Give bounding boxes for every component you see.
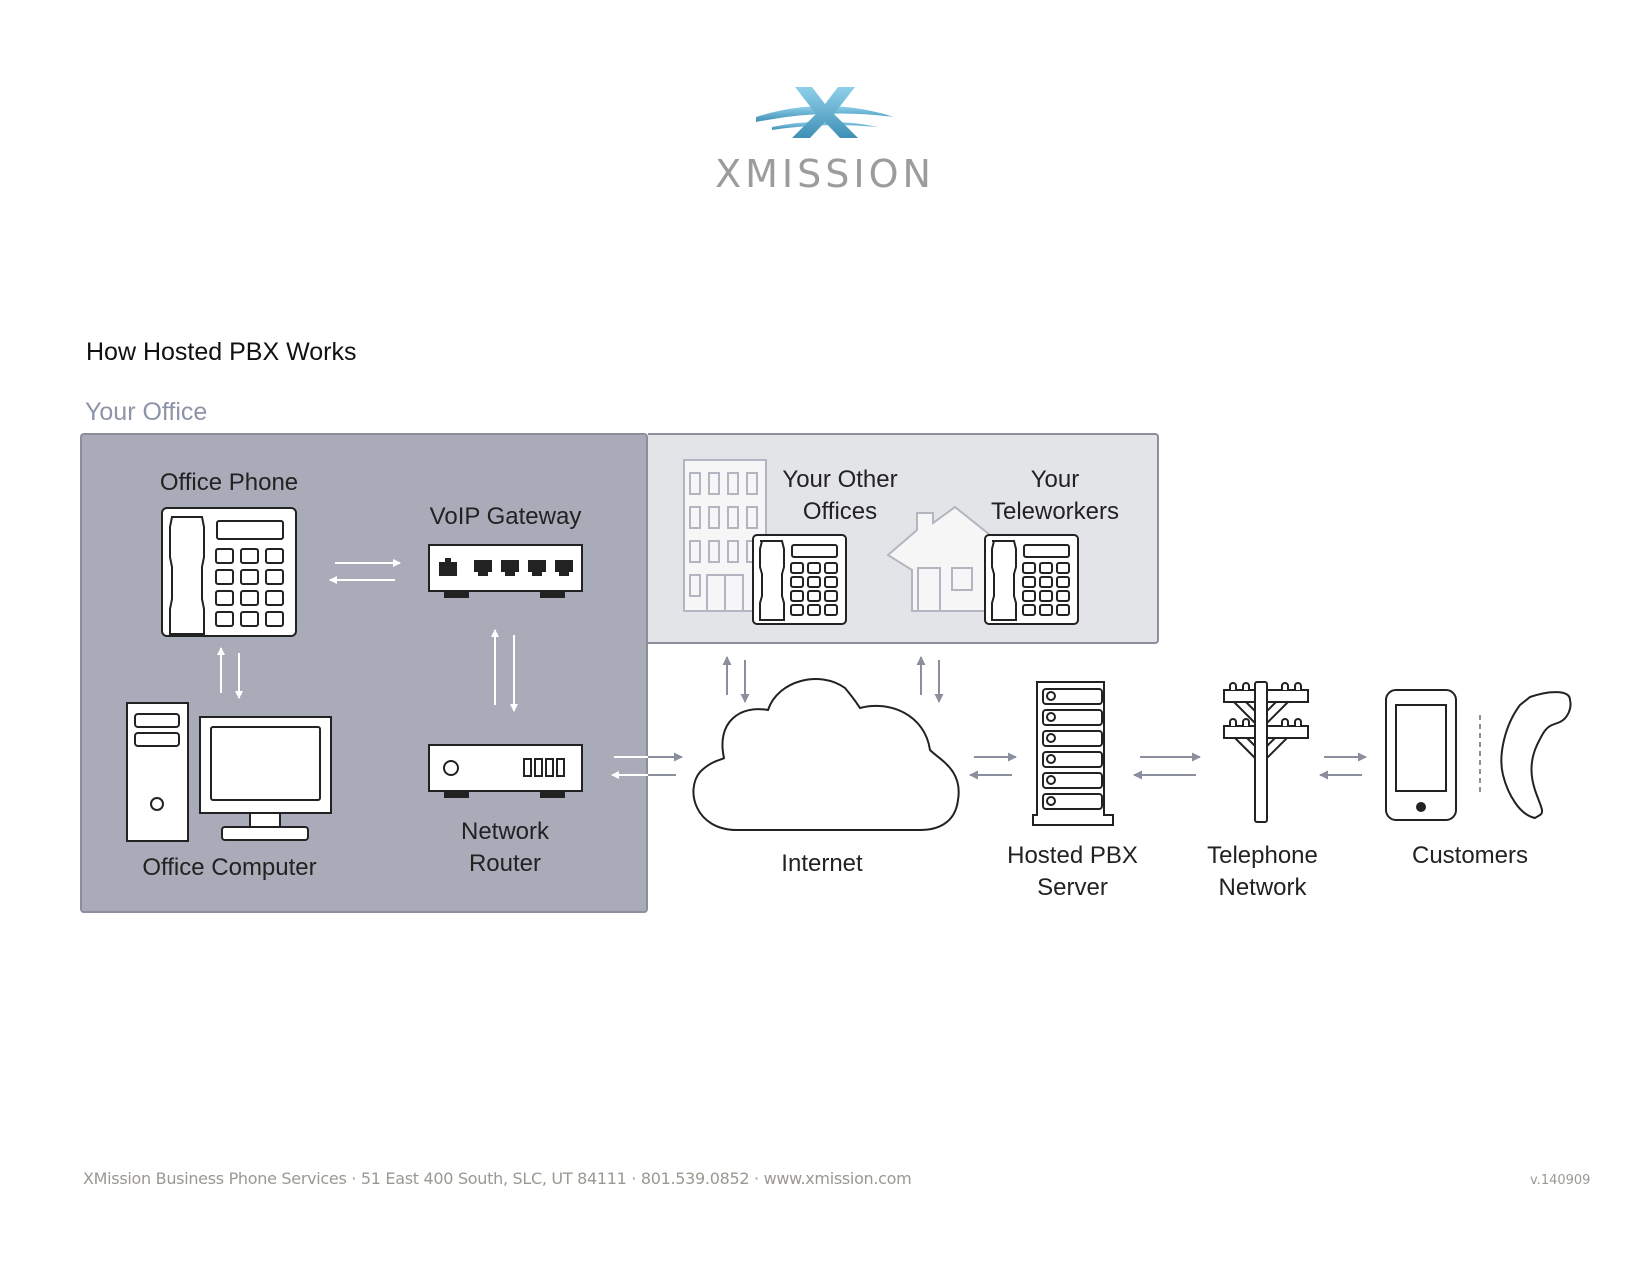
xmission-logo: XMISSION [680,80,970,196]
arrow-gateway-router [491,629,518,712]
office-computer-icon [126,702,332,842]
smartphone-icon [1385,689,1457,821]
arrow-offices-internet [722,656,750,703]
footer-contact: XMission Business Phone Services · 51 Ea… [83,1169,912,1188]
teleworker-phone-icon [984,534,1079,625]
logo-x-mark-icon [756,87,894,138]
other-offices-phone-icon [752,534,847,625]
label-teleworkers: Your Teleworkers [990,466,1120,525]
label-office-computer: Office Computer [142,854,317,881]
arrow-phone-gateway [329,559,401,584]
label-telephone-network: Telephone Network [1207,842,1318,901]
label-office-phone: Office Phone [159,469,299,496]
voip-gateway-icon [428,544,583,598]
label-voip-gateway: VoIP Gateway [429,503,582,530]
arrow-telephone-network-customers [1319,752,1367,780]
arrow-pbx-telephone-network [1133,752,1201,780]
label-other-offices: Your Other Offices [782,466,898,525]
network-router-icon [428,744,583,798]
internet-cloud-icon [692,678,960,831]
arrow-teleworkers-internet [916,656,944,703]
page-title: How Hosted PBX Works [86,338,357,366]
label-hosted-pbx-server: Hosted PBX Server [1007,842,1138,901]
arrow-internet-pbx [969,752,1017,780]
label-network-router: Network Router [460,818,550,877]
label-internet: Internet [781,850,863,877]
handset-icon [1500,691,1572,820]
telephone-pole-icon [1223,681,1309,823]
pbx-server-icon [1032,681,1114,826]
logo-wordmark: XMISSION [715,152,935,196]
label-customers: Customers [1411,842,1529,869]
section-label-your-office: Your Office [85,398,208,426]
arrow-phone-computer [217,647,243,699]
office-phone-icon [161,507,297,637]
version-label: v.140909 [1530,1173,1591,1188]
house-icon [886,505,991,612]
arrow-router-internet [611,752,683,779]
